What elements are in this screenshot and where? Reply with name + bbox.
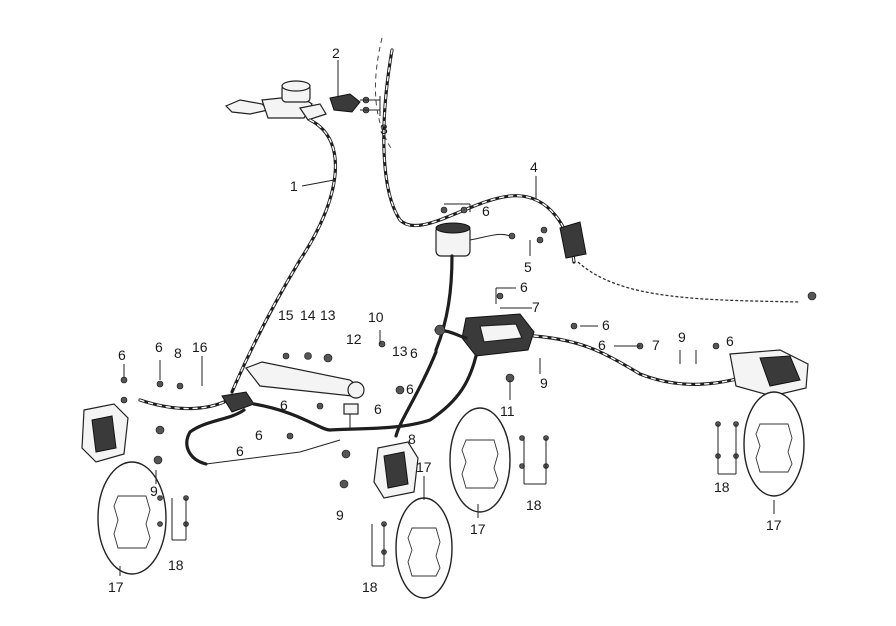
- callout-9: 9: [336, 507, 344, 523]
- callout-17: 17: [766, 517, 782, 533]
- callout-8: 8: [408, 431, 416, 447]
- callout-18: 18: [168, 557, 184, 573]
- dash-guide-line: [375, 37, 393, 151]
- callout-6: 6: [482, 203, 490, 219]
- callout-17: 17: [108, 579, 124, 595]
- callout-11: 11: [500, 403, 515, 419]
- brake-disc-front-left: [97, 461, 189, 575]
- brake-light-switch: [329, 93, 381, 116]
- front-right-caliper: [339, 441, 419, 499]
- callout-3: 3: [380, 121, 388, 137]
- front-left-caliper: [81, 396, 165, 465]
- callout-17: 17: [416, 459, 432, 475]
- brake-disc-rear-right: [715, 391, 805, 497]
- callout-6: 6: [406, 381, 414, 397]
- callout-5: 5: [524, 259, 532, 275]
- rear-reservoir: [434, 222, 516, 352]
- brake-pedal: [245, 361, 365, 430]
- callout-13: 13: [320, 307, 336, 323]
- callout-1: 1: [290, 178, 298, 194]
- callout-6: 6: [155, 339, 163, 355]
- callout-6: 6: [236, 443, 244, 459]
- callout-15: 15: [278, 307, 294, 323]
- callout-6: 6: [598, 337, 606, 353]
- callout-9: 9: [540, 375, 548, 391]
- callout-18: 18: [526, 497, 542, 513]
- callout-16: 16: [192, 339, 208, 355]
- callout-12: 12: [346, 331, 362, 347]
- callout-9: 9: [678, 329, 686, 345]
- callout-6: 6: [520, 279, 528, 295]
- callout-13: 13: [392, 343, 408, 359]
- callout-7: 7: [532, 299, 540, 315]
- callout-6: 6: [374, 401, 382, 417]
- callout-10: 10: [368, 309, 384, 325]
- rear-master-cylinder-assembly: [434, 288, 535, 357]
- rear-caliper: [729, 349, 809, 397]
- callout-17: 17: [470, 521, 486, 537]
- front-junction-block: [138, 391, 341, 466]
- parking-brake-cable: [382, 48, 817, 303]
- callout-2: 2: [332, 45, 340, 61]
- brake-disc-rear-center: [449, 407, 549, 513]
- callout-14: 14: [300, 307, 316, 323]
- callout-18: 18: [362, 579, 378, 595]
- callout-6: 6: [602, 317, 610, 333]
- callout-6: 6: [410, 345, 418, 361]
- callout-8: 8: [174, 345, 182, 361]
- front-brake-hose: [230, 118, 338, 394]
- callout-6: 6: [726, 333, 734, 349]
- callout-6: 6: [118, 347, 126, 363]
- rear-brake-hoses: [328, 334, 762, 438]
- callout-4: 4: [530, 159, 538, 175]
- callout-7: 7: [652, 337, 660, 353]
- brake-disc-front-right: [381, 497, 453, 599]
- callout-6: 6: [255, 427, 263, 443]
- callout-9: 9: [150, 483, 158, 499]
- callout-labels: 1 2 3 4 5 6 6 6 6 6 6 6 6 6 6 6 6 6 7 7 …: [108, 45, 782, 595]
- callout-6: 6: [280, 397, 288, 413]
- callout-18: 18: [714, 479, 730, 495]
- front-master-cylinder: [224, 80, 327, 121]
- leader-lines: [119, 60, 775, 576]
- fasteners: [120, 206, 720, 440]
